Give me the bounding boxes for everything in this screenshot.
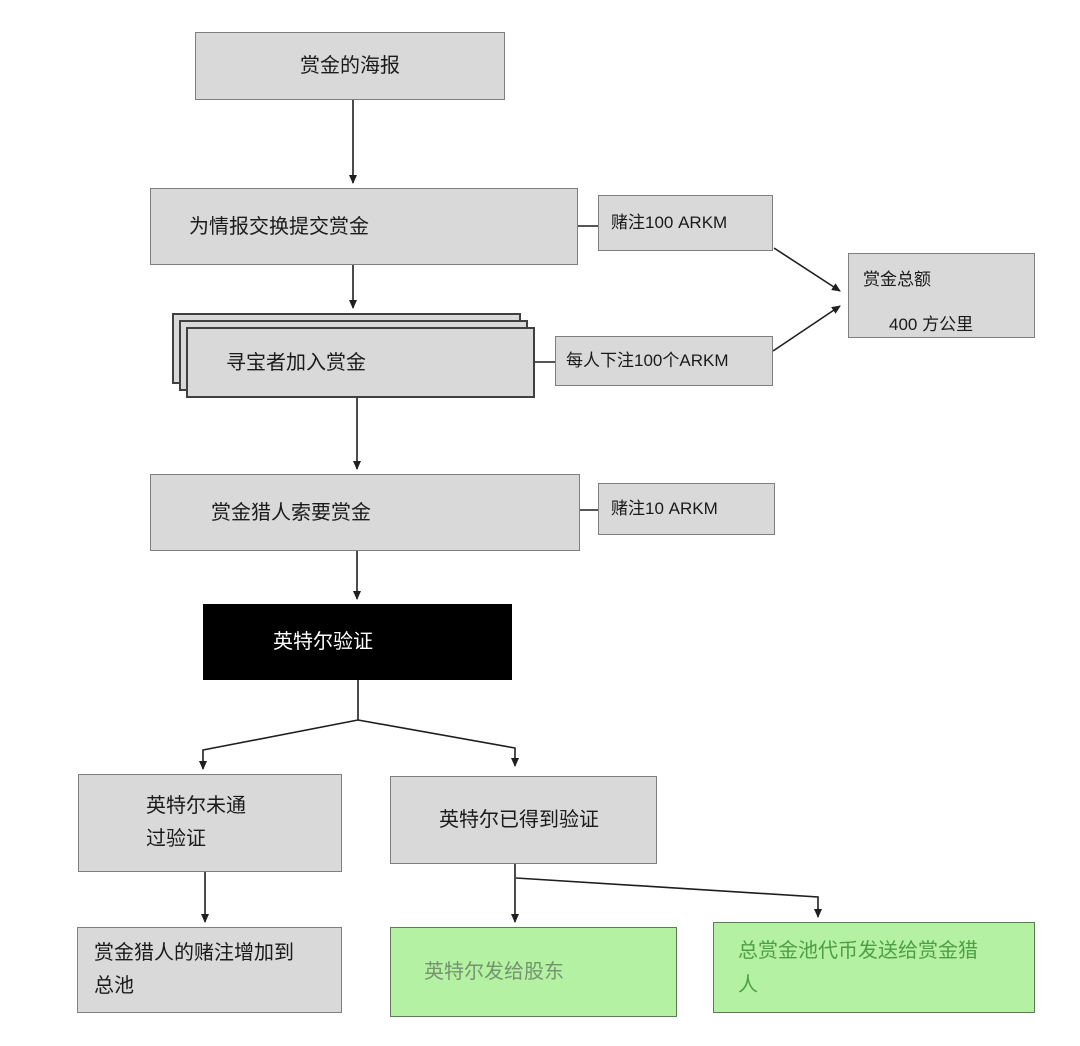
node-submit-bounty: 为情报交换提交赏金 [150,188,578,265]
node-bounty-poster: 赏金的海报 [195,32,505,100]
arrow-verify-to-notverified [199,680,359,770]
total-bounty-amount: 400 方公里 [889,315,974,334]
label-stake-100-arkm: 赌注100 ARKM [598,195,773,251]
label-stake-each-100-arkm: 每人下注100个ARKM [555,336,773,386]
node-intel-verified: 英特尔已得到验证 [390,776,657,864]
arrow-stakeeach-to-total [772,305,841,352]
node-hunter-claims: 赏金猎人索要赏金 [150,474,580,551]
arrow-verify-to-verified [357,719,519,767]
node-stake-added-to-pool: 赏金猎人的赌注增加到 总池 [77,927,342,1013]
node-hunters-join: 寻宝者加入赏金 [186,327,535,398]
arrow-stake100-to-total [773,247,841,292]
node-intel-verification: 英特尔验证 [203,604,512,680]
node-intel-not-verified: 英特尔未通 过验证 [78,774,342,872]
total-bounty-title: 赏金总额 [863,270,931,289]
label-stake-10-arkm: 赌注10 ARKM [598,483,775,535]
node-pool-sent-to-hunter: 总赏金池代币发送给赏金猎 人 [713,922,1035,1013]
arrow-verified-to-poolsent [515,877,822,918]
node-intel-sent-to-stakers: 英特尔发给股东 [390,927,677,1017]
node-total-bounty: 赏金总额 400 方公里 [848,253,1035,338]
